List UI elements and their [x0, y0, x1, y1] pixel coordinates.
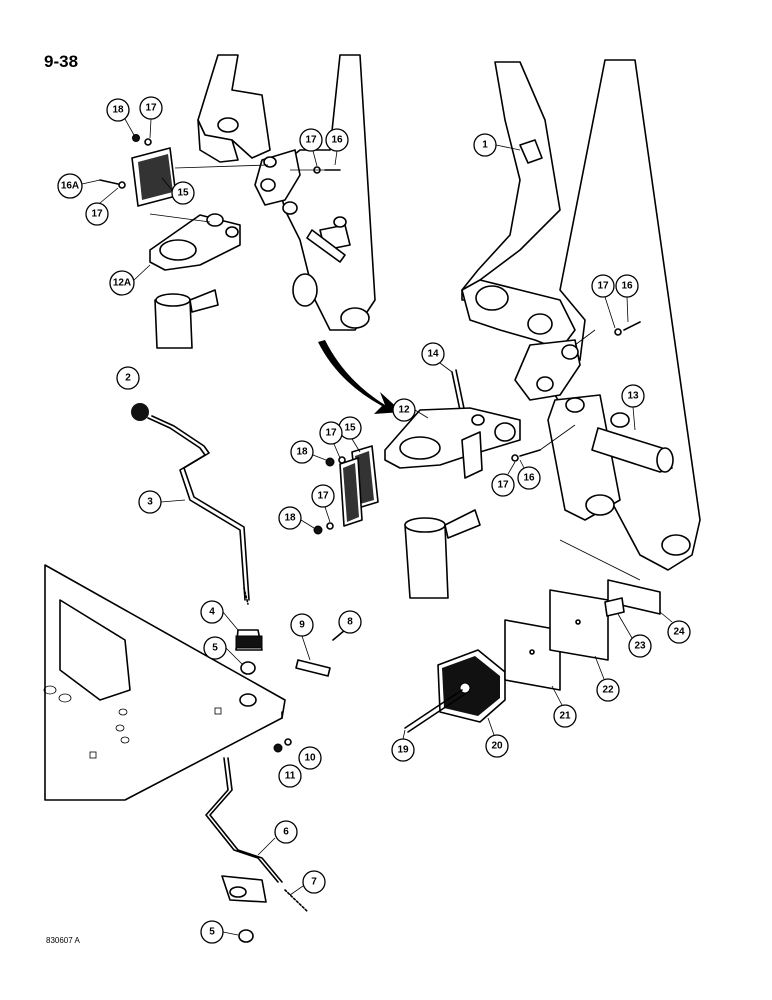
svg-text:20: 20 [491, 741, 503, 752]
callout: 6 [274, 820, 298, 844]
callout: 17 [85, 202, 109, 226]
svg-text:15: 15 [344, 423, 356, 434]
svg-text:10: 10 [304, 753, 316, 764]
callout: 20 [485, 734, 509, 758]
callout: 5 [200, 920, 224, 944]
svg-text:12A: 12A [113, 278, 131, 289]
callout: 22 [596, 678, 620, 702]
callout: 12A [109, 270, 135, 296]
svg-text:11: 11 [285, 771, 296, 782]
callout: 10 [298, 746, 322, 770]
callout: 17 [139, 96, 163, 120]
svg-text:21: 21 [559, 711, 571, 722]
callout: 19 [391, 738, 415, 762]
svg-text:5: 5 [212, 643, 218, 654]
callout: 23 [628, 634, 652, 658]
pivot-arm-12a [149, 214, 241, 271]
svg-text:17: 17 [597, 281, 609, 292]
svg-text:18: 18 [296, 447, 308, 458]
callout: 17 [311, 484, 335, 508]
svg-text:17: 17 [317, 491, 329, 502]
callout: 16 [517, 466, 541, 490]
callout: 17 [319, 421, 343, 445]
detail-arrow [318, 340, 402, 414]
callout: 15 [171, 181, 195, 205]
page-number: 9-38 [44, 52, 79, 71]
svg-text:2: 2 [125, 373, 131, 384]
lower-lever [205, 757, 309, 943]
block-1 [519, 139, 543, 164]
svg-text:23: 23 [634, 641, 646, 652]
callout: 9 [290, 613, 314, 637]
svg-text:15: 15 [177, 188, 189, 199]
callout: 18 [290, 440, 314, 464]
callout: 16A [57, 173, 83, 199]
svg-text:18: 18 [112, 105, 124, 116]
callout: 5 [203, 636, 227, 660]
svg-text:7: 7 [311, 877, 317, 888]
svg-text:12: 12 [398, 405, 410, 416]
isolator-stack [404, 579, 661, 733]
callout: 2 [116, 366, 140, 390]
callout: 17 [299, 128, 323, 152]
svg-text:17: 17 [497, 480, 509, 491]
callout: 21 [553, 704, 577, 728]
svg-text:16A: 16A [61, 181, 79, 192]
callout: 16 [325, 128, 349, 152]
svg-text:8: 8 [347, 617, 353, 628]
callout: 4 [200, 600, 224, 624]
svg-text:16: 16 [331, 135, 343, 146]
svg-text:17: 17 [91, 209, 103, 220]
control-lever [131, 403, 250, 605]
callout: 16 [615, 274, 639, 298]
callout: 17 [491, 473, 515, 497]
svg-text:4: 4 [209, 607, 215, 618]
floor-plate [43, 564, 286, 801]
svg-text:14: 14 [427, 349, 439, 360]
svg-text:13: 13 [627, 391, 639, 402]
svg-text:3: 3 [147, 497, 153, 508]
callout: 8 [338, 610, 362, 634]
pivot-arm-12 [384, 407, 521, 599]
svg-text:6: 6 [283, 827, 289, 838]
svg-text:16: 16 [523, 473, 535, 484]
svg-text:17: 17 [145, 103, 157, 114]
callout: 18 [278, 506, 302, 530]
callout: 24 [667, 620, 691, 644]
svg-text:5: 5 [209, 927, 215, 938]
svg-text:17: 17 [305, 135, 317, 146]
svg-text:16: 16 [621, 281, 633, 292]
wear-pads-lower [339, 445, 379, 527]
svg-text:1: 1 [482, 140, 488, 151]
callout: 14 [421, 342, 445, 366]
svg-text:18: 18 [284, 513, 296, 524]
svg-text:22: 22 [602, 685, 614, 696]
callout: 18 [106, 98, 130, 122]
upper-detail-boom-arms [99, 54, 376, 349]
callout: 3 [138, 490, 162, 514]
svg-text:19: 19 [397, 745, 409, 756]
callout: 17 [591, 274, 615, 298]
drawing-code: 830607 A [46, 936, 80, 945]
svg-text:17: 17 [325, 428, 337, 439]
pivot-pin-upper [306, 229, 346, 263]
callout: 11 [278, 764, 302, 788]
svg-text:24: 24 [673, 627, 685, 638]
svg-text:9: 9 [299, 620, 305, 631]
callout: 7 [302, 870, 326, 894]
callout: 13 [621, 384, 645, 408]
callout: 12 [392, 398, 416, 422]
callout: 1 [473, 133, 497, 157]
